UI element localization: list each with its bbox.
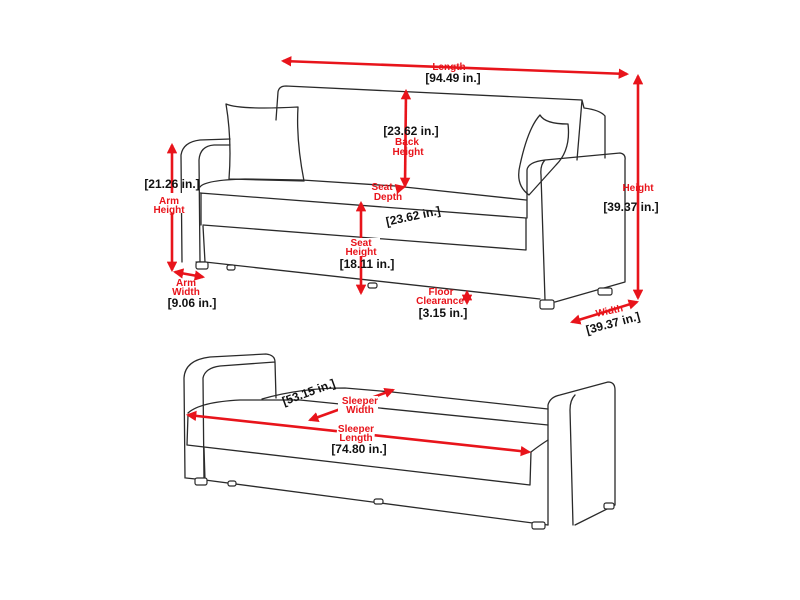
arm-height-value: [21.26 in.] [144,177,199,191]
back-height-label-1: Back [395,137,419,148]
width-arrow [570,299,639,325]
sofa-leg [597,287,613,296]
left-pillow [225,103,305,182]
sofa-right-arm [526,152,626,303]
sleeper-leg [373,498,384,505]
sleeper-leg [227,480,237,487]
sofa-leg [226,264,236,271]
seat-depth-label-1: Seat [371,182,393,193]
sleeper-leg [531,521,546,530]
seat-height-label-1: Seat [350,238,372,249]
sofa-left-arm [180,138,231,263]
sleeper-length-label-1: Sleeper [338,424,374,435]
sleeper-width-label-1: Sleeper [342,396,378,407]
sofa-back [275,85,606,161]
seat-depth-label-2: Depth [374,192,402,203]
sofa-leg [195,261,209,270]
seat-height-value: [18.11 in.] [340,257,395,271]
back-height-arrow [399,88,412,189]
sleeper-base [185,447,549,526]
arm-width-label-1: Arm [176,278,196,289]
sleeper-length-value: [74.80 in.] [331,442,386,456]
sleeper-leg [194,477,208,486]
arm-width-arrow [172,268,206,281]
arm-height-label-2: Height [153,205,185,216]
sleeper-length-label-2: Length [339,433,372,444]
sofa-leg [367,282,378,289]
arm-width-label-2: Width [172,287,200,298]
arm-width-value: [9.06 in.] [168,296,217,310]
sleeper-leg [603,502,615,510]
seat-depth-arrow [394,183,407,195]
height-value: [39.37 in.] [603,200,658,214]
arm-height-label-1: Arm [159,196,179,207]
height-label: Height [622,183,654,194]
floor-clearance-value: [3.15 in.] [419,306,468,320]
back-height-label-2: Height [392,147,424,158]
length-value: [94.49 in.] [425,71,480,85]
sleeper-left-arm [183,353,277,481]
sofa-drawing [180,85,626,310]
sleeper-width-label-2: Width [346,405,374,416]
length-arrow [280,56,630,79]
sleeper-drawing [183,353,616,530]
floor-clearance-label-2: Clearance [416,296,464,307]
sofa-leg [539,299,555,310]
seat-height-label-2: Height [345,247,377,258]
sleeper-right-arm [547,381,616,526]
right-pillow [518,114,570,196]
floor-clearance-label-1: Floor [429,287,454,298]
back-height-value: [23.62 in.] [383,124,438,138]
length-label: Length [432,62,465,73]
